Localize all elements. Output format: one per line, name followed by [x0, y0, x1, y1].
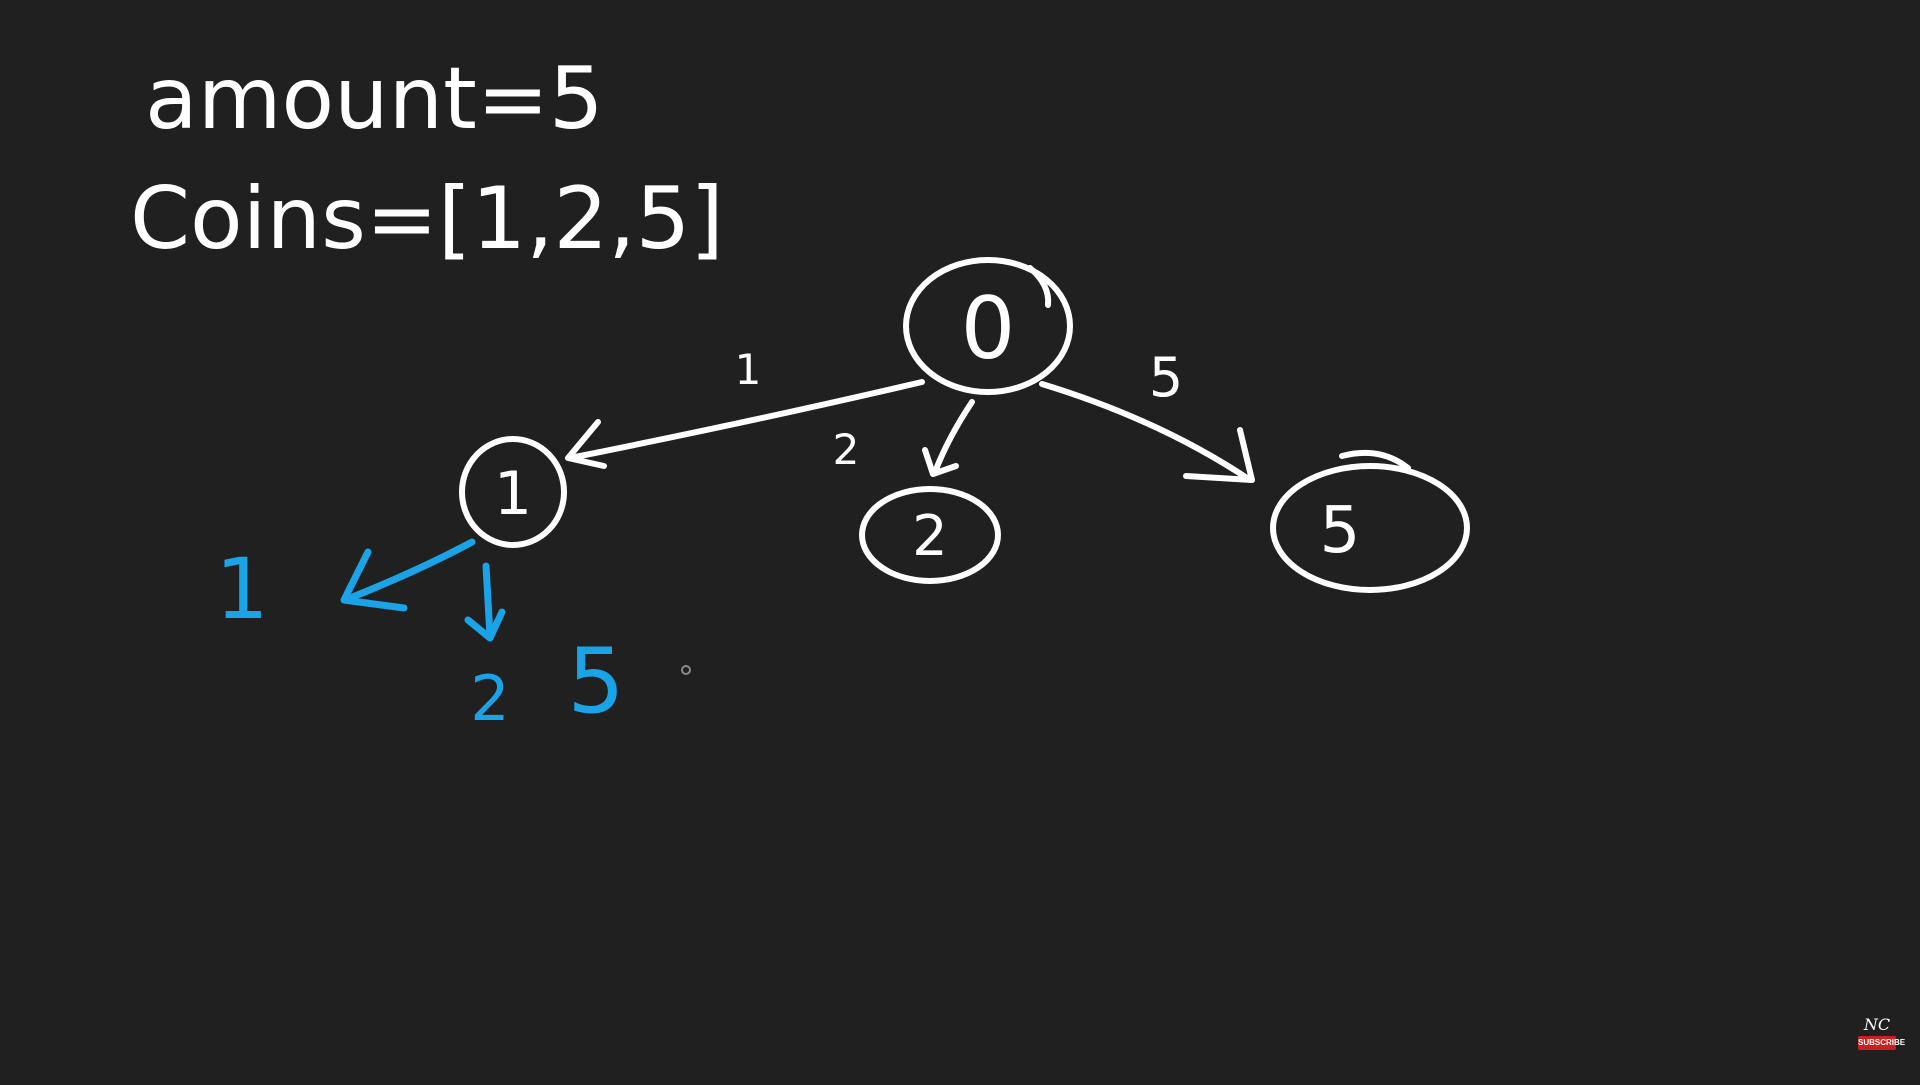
- edge-root-to-2-label: 2: [833, 425, 860, 474]
- branch-down-arrowhead: [464, 608, 506, 642]
- node-root-circle-overlap: [1027, 265, 1052, 308]
- node-1-label: 1: [494, 459, 532, 529]
- channel-watermark[interactable]: NC SUBSCRIBE: [1856, 1015, 1905, 1058]
- edge-root-to-2-arrowhead: [922, 447, 959, 477]
- node-2-circle: [859, 486, 1001, 584]
- node-root-label: 0: [961, 279, 1016, 379]
- node-2-label: 2: [912, 504, 948, 569]
- branch-down-arrow-line: [482, 562, 494, 640]
- edge-root-to-1: 1: [565, 345, 925, 469]
- node-5-circle-overlap: [1339, 449, 1411, 471]
- node-2: 2: [859, 486, 1001, 584]
- channel-logo-icon: NC: [1863, 1015, 1891, 1034]
- edge-root-to-1-arrowhead: [565, 419, 607, 469]
- subscribe-badge[interactable]: SUBSCRIBE: [1858, 1036, 1905, 1050]
- edge-root-to-1-line: [567, 379, 925, 461]
- node-root-circle: [903, 257, 1073, 395]
- branch-left-arrowhead: [340, 548, 408, 612]
- branch-left-arrow-line: [346, 538, 476, 602]
- branch-label-1: 1: [215, 540, 268, 638]
- node-1: 1: [459, 436, 567, 548]
- node-5-circle: [1270, 463, 1470, 593]
- edge-root-to-5: 5: [1039, 346, 1255, 483]
- edge-root-to-5-arrowhead: [1183, 427, 1255, 483]
- branch-label-2: 2: [470, 662, 509, 735]
- edge-root-to-5-line: [1039, 381, 1253, 483]
- node-5: 5: [1270, 449, 1470, 593]
- coins-label: Coins=[1,2,5]: [130, 169, 724, 269]
- branch-label-5: 5: [567, 629, 624, 734]
- branches-from-node-1: 1 2 5: [215, 538, 625, 735]
- pen-cursor-icon: [681, 665, 691, 675]
- edge-root-to-2-line: [932, 399, 975, 475]
- node-1-circle: [459, 436, 567, 548]
- edge-root-to-1-label: 1: [735, 345, 762, 394]
- node-root: 0: [903, 257, 1073, 395]
- amount-label: amount=5: [145, 49, 604, 149]
- edge-root-to-2: 2: [833, 399, 975, 477]
- edge-root-to-5-label: 5: [1149, 346, 1183, 409]
- node-5-label: 5: [1320, 494, 1361, 568]
